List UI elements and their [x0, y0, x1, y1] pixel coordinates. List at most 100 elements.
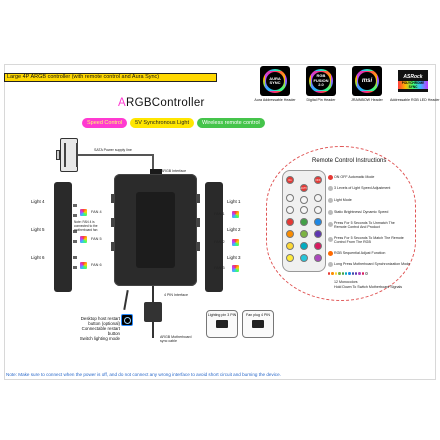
remote-color-blue[interactable]: [314, 218, 322, 226]
mono-dot: [344, 272, 348, 275]
mono-dot: [351, 272, 354, 275]
instr-dot-3: [328, 198, 333, 203]
plug-card-lighting: Lighting pin 3 PIN: [206, 310, 238, 338]
left-fan-rgb-icon-1: [80, 209, 87, 216]
remote-color-lightyellow[interactable]: [286, 254, 294, 262]
left-fan-label-1: FAN 4: [91, 210, 102, 214]
rgb-logo-box: RGB FUSION 2.0: [306, 66, 336, 96]
remote-mode-2[interactable]: [300, 206, 308, 214]
plug-fan-label: Fan plug 4 PIN: [246, 313, 270, 317]
mode-speed-control: Speed Control: [82, 118, 128, 128]
left-pin-5: [73, 256, 77, 259]
hub-cable-top: [152, 286, 154, 304]
remote-off-button[interactable]: OFF: [314, 176, 322, 184]
asrock-sub: POLYCHROME SYNC: [398, 80, 428, 89]
logo-rgb-fusion: RGB FUSION 2.0 Digital Pin Header: [298, 66, 344, 102]
plug-3pin-icon: [216, 320, 228, 328]
plug-card-fan: Fan plug 4 PIN: [242, 310, 274, 338]
restart-button-icon: [121, 314, 133, 326]
right-fan-label-1: FAN 1: [214, 212, 225, 216]
remote-title: Remote Control Instructions: [312, 158, 387, 164]
mode-wireless-remote: Wireless remote control: [197, 118, 265, 128]
instruction-4: Static Brightness/ Dynamic Speed: [334, 210, 389, 214]
mode-pills: Speed Control 5V Synchronous Light Wirel…: [82, 118, 265, 129]
msi-ring-icon: msi: [355, 69, 379, 93]
mono-dot: [338, 272, 341, 275]
left-fan-label-3: FAN 6: [91, 263, 102, 267]
instr-dot-6: [328, 237, 333, 242]
mono-dot: [348, 272, 351, 275]
remote-on-button[interactable]: On: [286, 176, 294, 184]
psu-wire-down: [152, 154, 154, 170]
remote-color-pink[interactable]: [314, 242, 322, 250]
ctl-port-r2: [197, 218, 200, 227]
right-light-3: Light 3: [227, 255, 241, 260]
remote-color-red[interactable]: [286, 218, 294, 226]
ctl-port-r1: [197, 194, 200, 203]
controller-top-port: [150, 169, 162, 175]
mono-dot: [355, 272, 358, 275]
right-fan-label-2: FAN 2: [214, 240, 225, 244]
mono-dot: [331, 272, 334, 275]
left-pin-2: [73, 214, 77, 217]
remote-color-orange[interactable]: [286, 230, 294, 238]
controller-hub: [114, 174, 197, 286]
logo-aura: AURA SYNC Aura Addressable Header: [252, 66, 298, 102]
plug-lighting-label: Lighting pin 3 PIN: [207, 313, 237, 317]
remote-color-violet[interactable]: [314, 230, 322, 238]
aura-ring-icon: AURA SYNC: [263, 69, 287, 93]
instruction-8: Long Press Motherboard Synchronization M…: [334, 262, 411, 266]
remote-panel: [266, 146, 416, 301]
rgb-ring-text: RGB FUSION 2.0: [312, 72, 330, 90]
left-fan-label-2: FAN 5: [91, 237, 102, 241]
left-pin-4: [73, 240, 77, 243]
desk-line-1: Desktop host restart button (optional): [80, 316, 120, 326]
rgb-ring-icon: RGB FUSION 2.0: [309, 69, 333, 93]
instr-dot-4: [328, 210, 333, 215]
right-fan-label-3: FAN 3: [214, 266, 225, 270]
asrock-caption: Addressable RGB LED Header: [390, 98, 440, 102]
psu-wire: [78, 154, 152, 156]
mono-dot: [328, 272, 331, 275]
remote-speed-3[interactable]: [314, 194, 322, 202]
aura-logo-box: AURA SYNC: [260, 66, 290, 96]
ctl-port-r3: [197, 242, 200, 251]
aura-ring-text: AURA SYNC: [266, 72, 284, 90]
logo-asrock: ASRock POLYCHROME SYNC Addressable RGB L…: [390, 66, 440, 102]
logo-msi: msi JRAINBOW Header: [344, 66, 390, 102]
ctl-port-l2: [111, 218, 114, 227]
remote-color-green[interactable]: [300, 218, 308, 226]
monocolor-grid: [328, 272, 368, 278]
title-rest: RGBController: [125, 97, 205, 109]
asrock-logo-box: ASRock POLYCHROME SYNC: [398, 66, 428, 96]
remote-color-aqua[interactable]: [300, 254, 308, 262]
remote-mode-1[interactable]: [286, 206, 294, 214]
remote-color-cyan[interactable]: [300, 242, 308, 250]
remote-speed-1[interactable]: [286, 194, 294, 202]
remote-speed-2[interactable]: [300, 196, 308, 204]
instruction-6: Press For 5 Seconds To Match The Remote …: [334, 236, 404, 244]
instr-dot-2: [328, 186, 333, 191]
desk-restart-text: Desktop host restart button (optional) C…: [72, 316, 120, 341]
remote-mode-3[interactable]: [314, 206, 322, 214]
instruction-2: 3 Levels of Light Speed Adjustment: [334, 186, 391, 190]
left-fan-rgb-icon-2: [80, 236, 87, 243]
remote-color-purple[interactable]: [314, 254, 322, 262]
aura-caption: Aura Addressable Header: [254, 98, 296, 102]
instruction-9: 12 Monocolors: [334, 280, 358, 284]
sata-tab: [56, 150, 60, 160]
instruction-7: RGB Sequential Adjust Function: [334, 251, 386, 255]
instruction-10: Hold Down To Switch Motherboard Signals: [334, 285, 403, 289]
right-fan-rgb-icon-2: [232, 239, 239, 246]
remote-auto-button[interactable]: AUTO: [300, 184, 308, 192]
mono-dot: [358, 272, 361, 275]
instr-dot-7: [328, 251, 333, 256]
mono-dot: [334, 272, 338, 275]
remote-color-lime[interactable]: [300, 230, 308, 238]
left-pin-3: [73, 230, 77, 233]
instr-dot-8: [328, 262, 333, 267]
footer-note: Note: Make sure to connect when the powe…: [6, 372, 281, 377]
instruction-5: Press For 5 Seconds To Unmatch The Remot…: [334, 221, 395, 229]
instr-dot-1: [328, 175, 333, 180]
remote-color-yellow[interactable]: [286, 242, 294, 250]
